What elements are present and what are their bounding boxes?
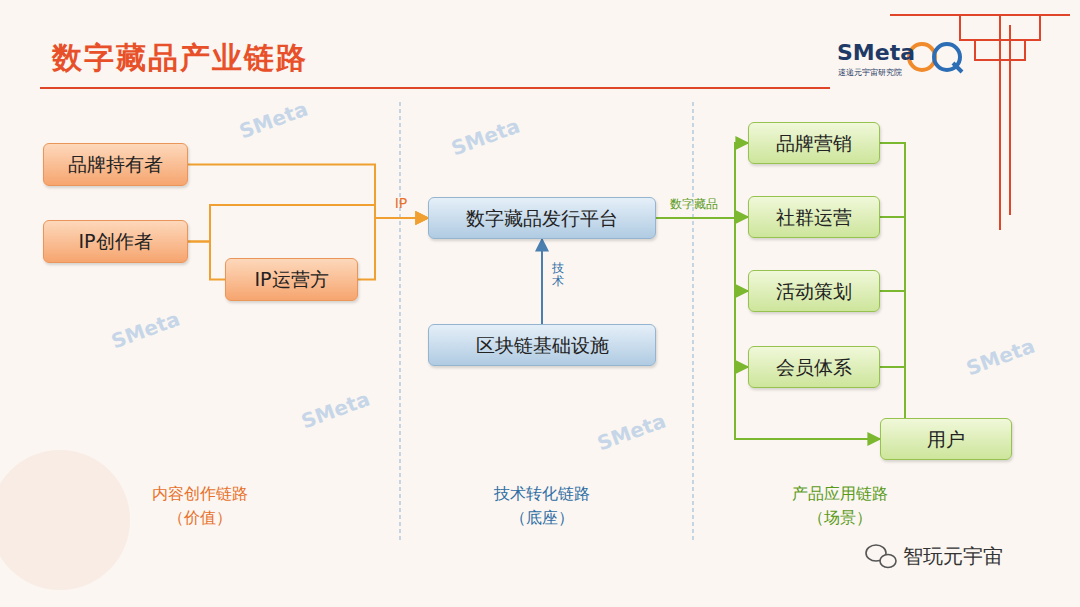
content-box: IP运营方: [225, 258, 358, 301]
title: 数字藏品产业链路: [52, 40, 308, 76]
application-box: 社群运营: [748, 196, 880, 238]
application-box: 会员体系: [748, 346, 880, 388]
connector: [656, 143, 748, 218]
wechat-icon: [866, 545, 896, 568]
watermark: SMeta: [298, 387, 373, 434]
box-label: 数字藏品发行平台: [466, 207, 618, 230]
column-label: 技术转化链路: [494, 484, 590, 503]
separator: [400, 102, 401, 540]
box-label: 会员体系: [776, 356, 852, 379]
title-rule: [40, 87, 830, 89]
watermark: SMeta: [594, 409, 669, 456]
edge-label: IP: [395, 195, 408, 212]
box-label: 用户: [927, 428, 965, 451]
connector: [880, 291, 905, 418]
column-note: （底座）: [510, 508, 574, 527]
connector: [880, 217, 905, 418]
edge-label: 技术: [552, 262, 564, 288]
corner-frame: [890, 15, 1070, 230]
bottom-rule: [30, 557, 1010, 560]
watermark: SMeta: [963, 334, 1038, 381]
box-label: 品牌营销: [776, 132, 852, 155]
column-note: （场景）: [808, 508, 872, 527]
logo-text: SMeta: [837, 40, 915, 66]
watermark: SMeta: [448, 114, 523, 161]
connector: [880, 367, 905, 418]
column-label: 产品应用链路: [792, 484, 888, 503]
application-box: 品牌营销: [748, 122, 880, 164]
connector: [358, 218, 428, 280]
box-label: IP创作者: [78, 230, 152, 253]
column-note: （价值）: [168, 508, 232, 527]
platform-box: 数字藏品发行平台: [428, 197, 656, 239]
logo-subtitle: 速递元宇宙研究院: [838, 68, 902, 78]
box-label: 活动策划: [776, 280, 852, 303]
account-name: 智玩元宇宙: [903, 544, 1003, 568]
content-box: IP创作者: [43, 220, 188, 263]
connector: [656, 218, 880, 439]
logo-mark: [909, 44, 962, 72]
user-box: 用户: [880, 418, 1012, 460]
connector: [188, 165, 428, 219]
content-box: 品牌持有者: [43, 143, 188, 186]
connector: [880, 143, 905, 418]
box-label: 区块链基础设施: [476, 334, 609, 357]
connector: [188, 205, 428, 242]
column-label: 内容创作链路: [152, 484, 248, 503]
box-label: 品牌持有者: [68, 153, 163, 176]
application-box: 活动策划: [748, 270, 880, 312]
separator: [693, 102, 694, 540]
watermark: SMeta: [108, 307, 183, 354]
infrastructure-box: 区块链基础设施: [428, 324, 656, 366]
brush-mark: [0, 450, 130, 590]
box-label: 社群运营: [776, 206, 852, 229]
connector: [188, 242, 225, 280]
box-label: IP运营方: [254, 268, 328, 291]
watermark: SMeta: [236, 97, 311, 144]
edge-label: 数字藏品: [670, 197, 718, 211]
connector: [541, 239, 543, 324]
